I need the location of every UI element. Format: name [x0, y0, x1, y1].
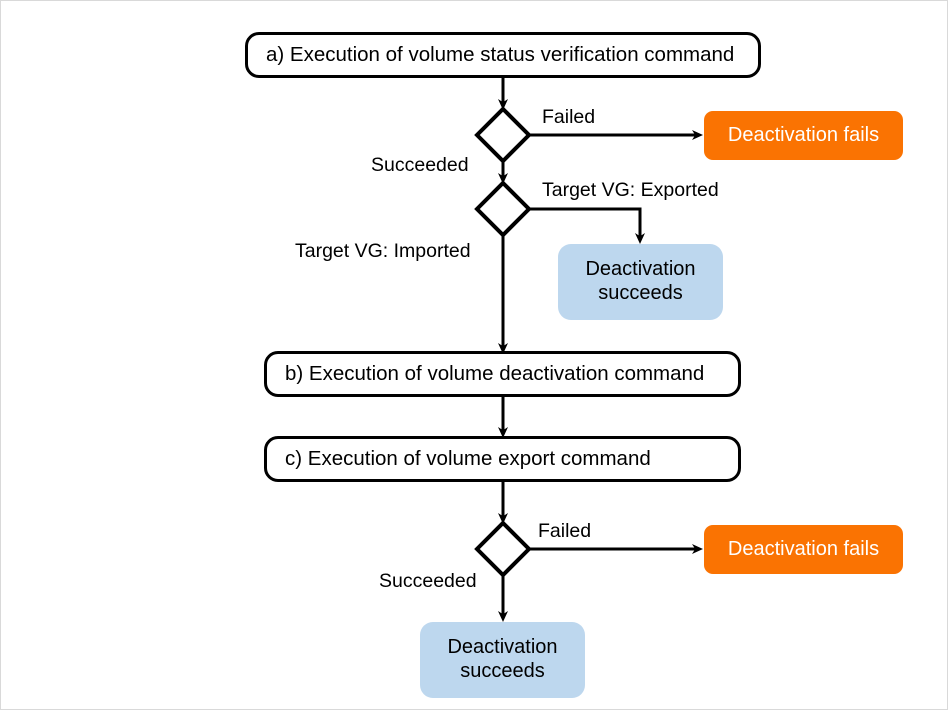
terminal-succ-bottom-line1: Deactivation — [447, 636, 558, 659]
edge-label-succeeded-top: Succeeded — [371, 154, 469, 176]
edge-label-target-vg-exported: Target VG: Exported — [542, 179, 719, 201]
terminal-fail-bottom-label: Deactivation fails — [727, 537, 880, 560]
edge-label-target-vg-imported: Target VG: Imported — [295, 240, 471, 262]
process-step-a-label: a) Execution of volume status verificati… — [266, 42, 735, 66]
terminal-deactivation-fails-top[interactable]: Deactivation fails — [704, 111, 903, 160]
terminal-succ-middle-line1: Deactivation — [585, 258, 696, 281]
terminal-succ-bottom-line2: succeeds — [460, 660, 545, 682]
edge-label-failed-bottom: Failed — [538, 520, 592, 542]
edge-decision2-exported — [529, 207, 645, 244]
process-step-b-label: b) Execution of volume deactivation comm… — [285, 361, 705, 385]
process-step-c-label: c) Execution of volume export command — [285, 446, 651, 470]
process-step-a[interactable]: a) Execution of volume status verificati… — [245, 32, 761, 78]
terminal-deactivation-succeeds-bottom[interactable]: Deactivation succeeds — [420, 622, 585, 698]
decision-export-result[interactable] — [476, 522, 530, 576]
terminal-succ-middle-line2: succeeds — [598, 282, 683, 304]
terminal-deactivation-succeeds-middle[interactable]: Deactivation succeeds — [558, 244, 723, 320]
decision-status-check[interactable] — [476, 108, 530, 162]
terminal-deactivation-fails-bottom[interactable]: Deactivation fails — [704, 525, 903, 574]
decision-vg-state[interactable] — [476, 182, 530, 236]
process-step-c[interactable]: c) Execution of volume export command — [264, 436, 741, 482]
edge-label-failed-top: Failed — [542, 106, 596, 128]
edge-label-succeeded-bottom: Succeeded — [379, 570, 477, 592]
terminal-fail-top-label: Deactivation fails — [727, 123, 880, 146]
process-step-b[interactable]: b) Execution of volume deactivation comm… — [264, 351, 741, 397]
